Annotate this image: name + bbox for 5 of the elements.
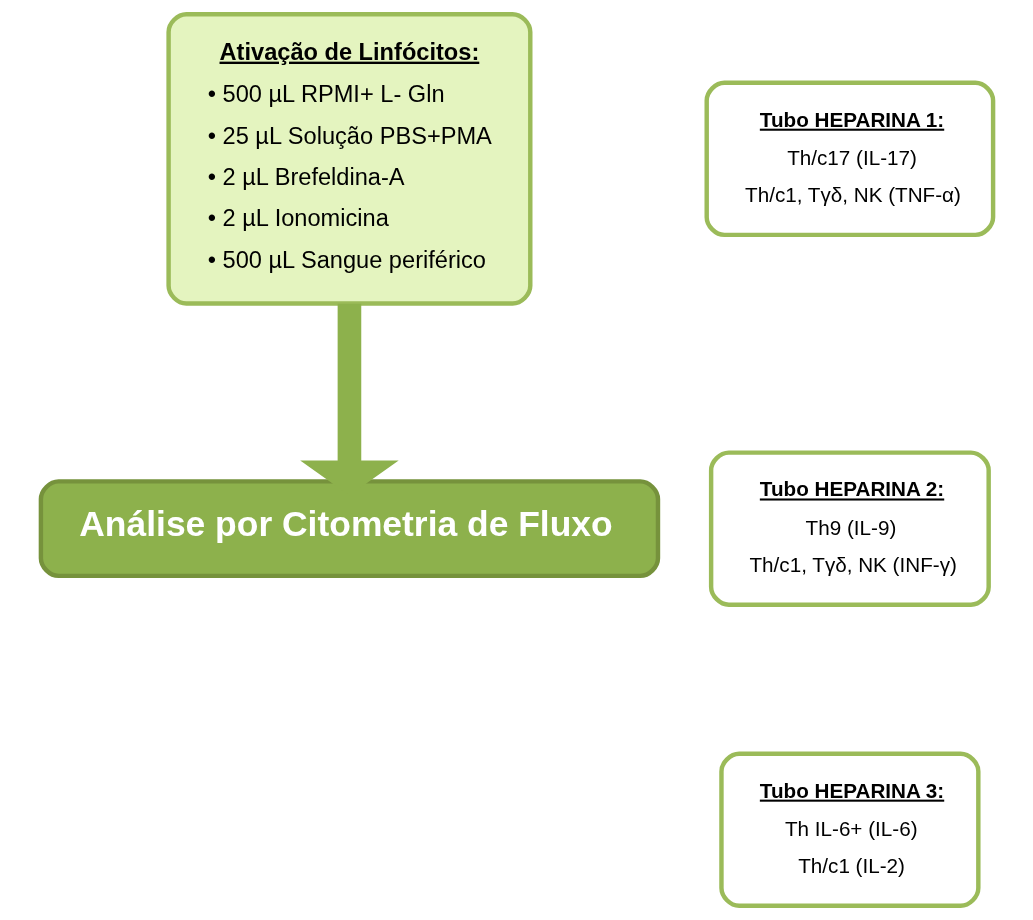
node-box: Tubo HEPARINA 2: Th9 (IL-9) Th/c1, Tγδ, NK (INF-γ) [708, 450, 991, 607]
node-box: Tubo HEPARINA 1: Th/c17 (IL-17) Th/c1, Tγδ, NK (TNF-α) [704, 80, 995, 238]
node-box: Análise por Citometria de Fluxo [38, 479, 660, 579]
node-box: Ativação de Linfócitos: • 500 µL RPMI+ L- Gln • 25 µL Solução PBS+PMA • 2 µL Brefeldina-A • 2 µL Ionomicina • 500 µL Sangue periférico [165, 11, 532, 306]
node-box: Tubo HEPARINA 3: Th IL-6+ (IL-6) Th/c1 (IL-2) [718, 751, 981, 909]
